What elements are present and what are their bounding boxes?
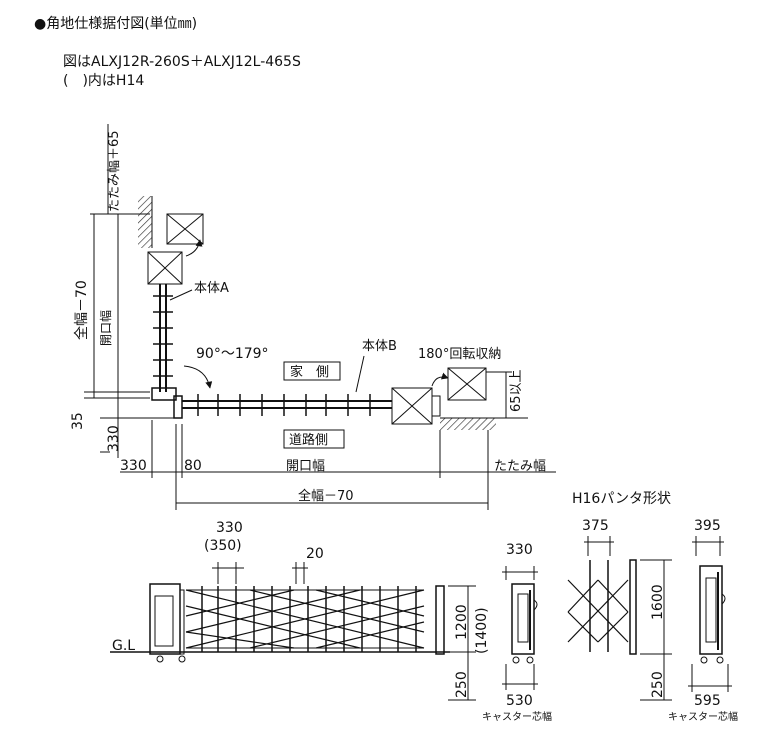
unit-b-arms: [197, 394, 371, 416]
h16-view: [567, 536, 732, 701]
elev-right-post: [435, 585, 445, 655]
dim-330-v: 330: [106, 425, 122, 452]
label-angle: 90°～179°: [196, 346, 269, 362]
h16-bottom: 595: [694, 693, 721, 709]
label-total-h: 全幅－70: [298, 488, 354, 504]
gl-label: G.L: [112, 638, 135, 654]
h16-top: 395: [694, 518, 721, 534]
label-house: 家 側: [290, 364, 329, 380]
elev-height: 1200: [454, 604, 470, 640]
wall-hatch-right: [440, 418, 496, 430]
h16-lattice: [567, 579, 629, 643]
h14-note: ( )内はH14: [63, 73, 145, 89]
label-opening-h: 開口幅: [286, 459, 325, 474]
angle-arc: [183, 365, 213, 389]
corner-post: [151, 387, 177, 401]
label-rotate: 180°回転収納: [418, 347, 501, 362]
h16-height: 1600: [650, 584, 666, 620]
label-fold: たたみ幅: [494, 459, 546, 474]
h16-pitch: 375: [582, 518, 609, 534]
unit-a-stored-box: [166, 213, 204, 245]
page-title: ●角地仕様据付図(単位㎜): [34, 16, 198, 32]
label-unit-b: 本体B: [362, 339, 397, 354]
road-side-box: [283, 429, 345, 449]
label-fold-plus: たたみ幅＋65: [107, 130, 122, 212]
elev-verticals: [201, 586, 417, 652]
label-unit-a: 本体A: [194, 281, 229, 296]
elev-height-h14: (1400): [474, 607, 490, 654]
plan-view: [84, 124, 556, 510]
unit-a-arms: [153, 295, 173, 377]
h16-title: H16パンタ形状: [572, 491, 671, 507]
elev-pitch-h14: (350): [204, 538, 242, 554]
wall-hatch-left: [138, 196, 152, 248]
elev-lattice: [185, 589, 425, 649]
side1-top: 330: [506, 542, 533, 558]
label-opening-v: 開口幅: [98, 310, 113, 346]
plan-labels: たたみ幅＋65 全幅－70 開口幅 本体A 90°～179° 本体B 180°回…: [70, 130, 546, 504]
side-view-1: [502, 566, 538, 690]
h16-dim-250: 250: [650, 671, 666, 698]
unit-b-stored-box: [447, 367, 487, 401]
label-total-v: 全幅－70: [73, 280, 90, 340]
elevation-view: [110, 562, 476, 701]
elevation-labels: 330 (350) 20 G.L 1200 (1400) 250: [112, 520, 490, 698]
label-65: 65以上: [509, 369, 524, 412]
side1-bottom: 530: [506, 693, 533, 709]
model-caption: 図はALXJ12R-260S＋ALXJ12L-465S: [63, 54, 301, 70]
label-road: 道路側: [289, 432, 328, 448]
elev-dim-20: 20: [306, 546, 324, 562]
elev-dim-250: 250: [454, 671, 470, 698]
h16-labels: H16パンタ形状 375 1600 250 395 595 キャスター芯幅: [572, 491, 738, 723]
house-side-box: [283, 361, 341, 381]
dim-35: 35: [70, 412, 86, 430]
side1-caption: キャスター芯幅: [482, 710, 552, 723]
dim-330-h: 330: [120, 458, 147, 474]
elev-pitch: 330: [216, 520, 243, 536]
h16-caption: キャスター芯幅: [668, 710, 738, 723]
side-view-1-labels: 330 530 キャスター芯幅: [482, 542, 552, 723]
dim-80: 80: [184, 458, 202, 474]
